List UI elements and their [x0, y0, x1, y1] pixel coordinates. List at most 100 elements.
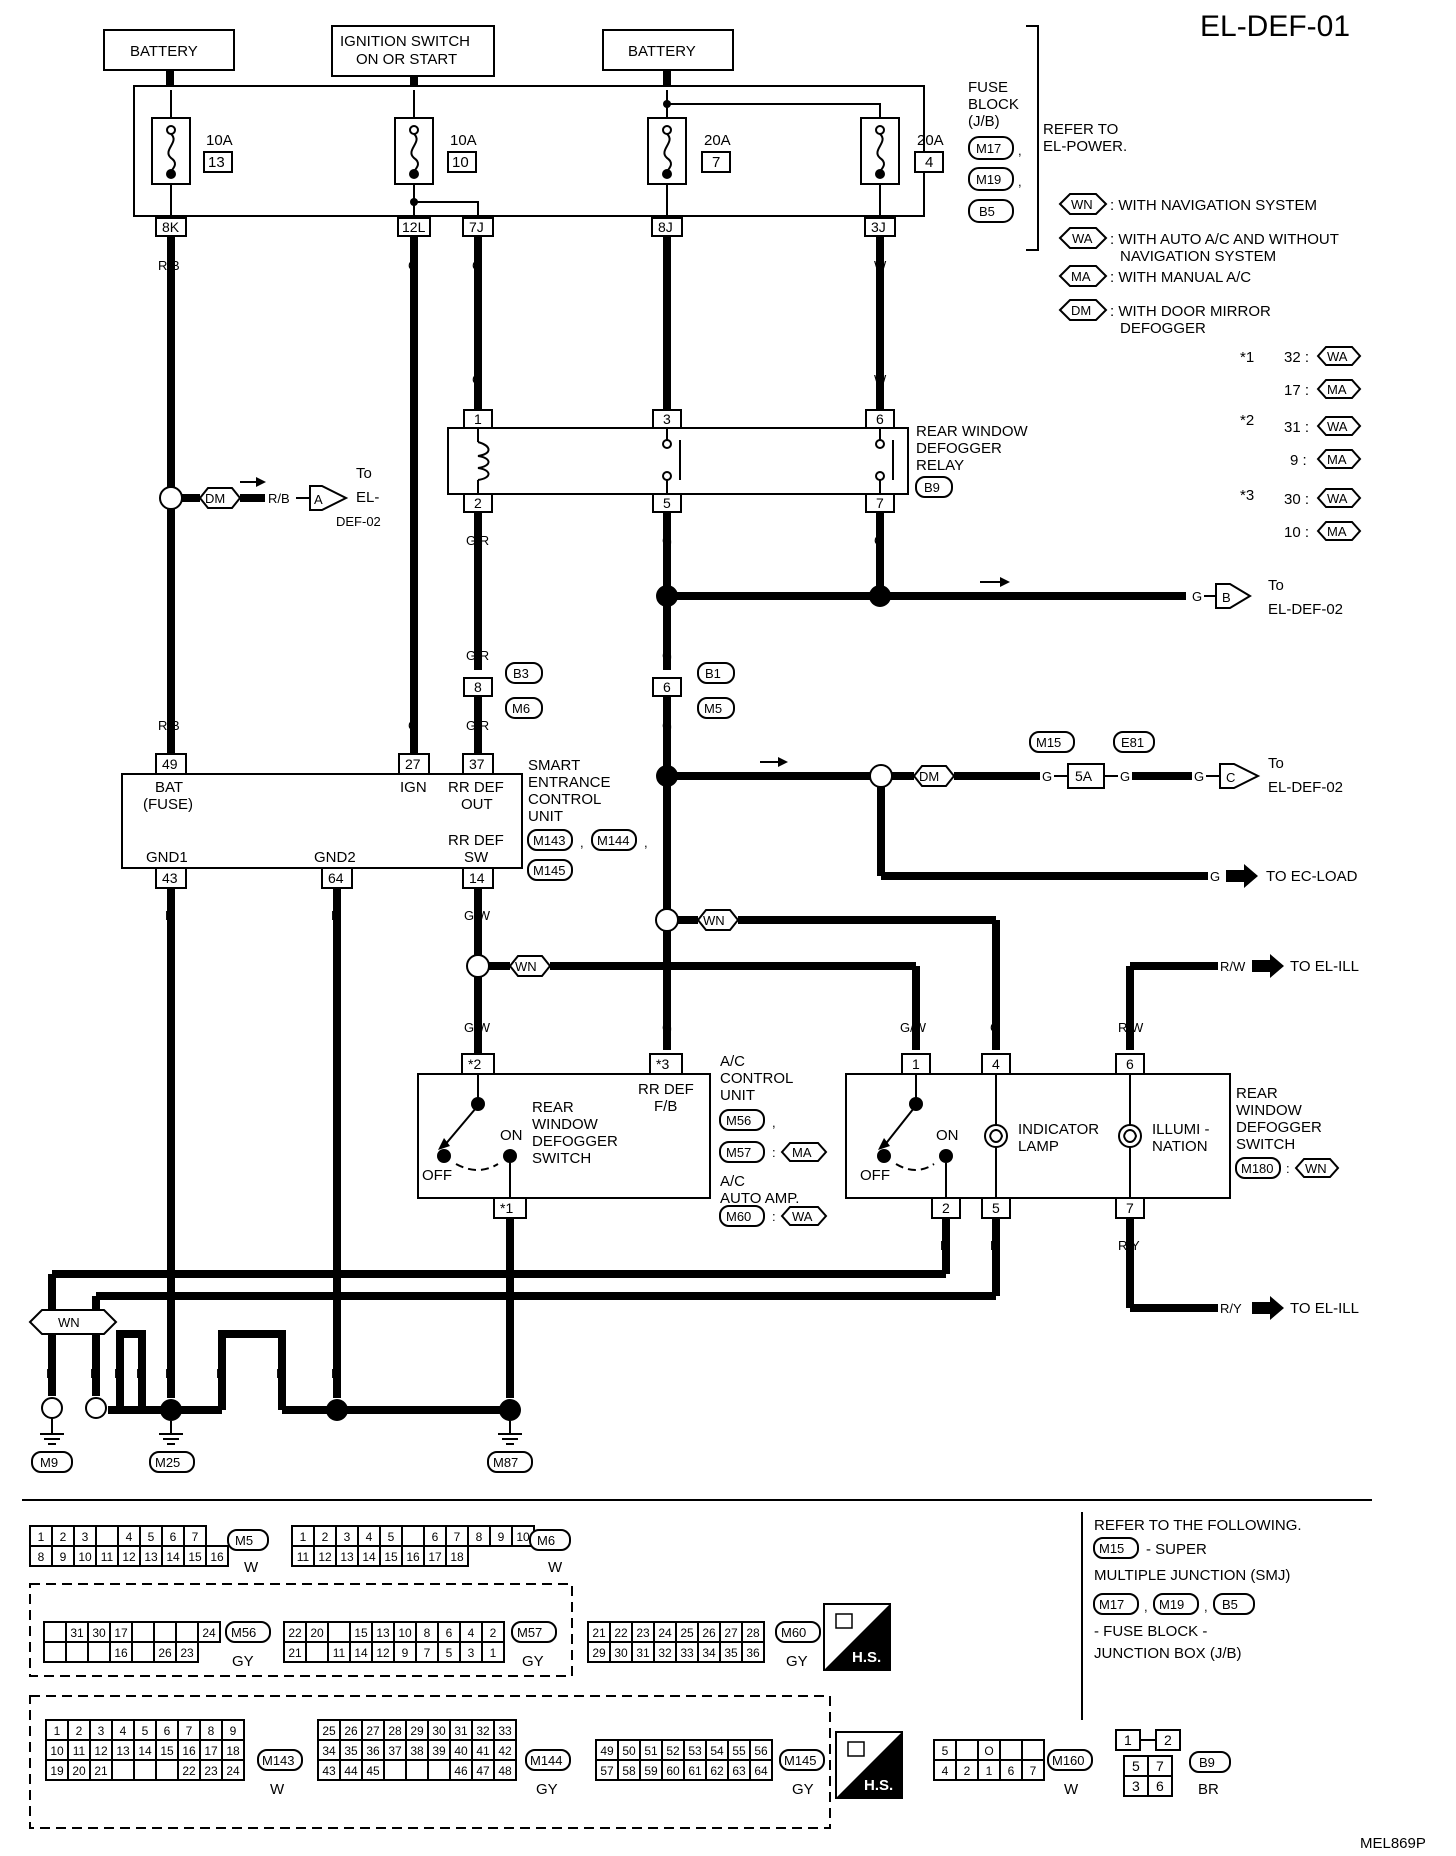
fuse-block-terminals: 8K 12L 7J 8J 3J — [155, 217, 896, 237]
svg-text:DEFOGGER: DEFOGGER — [1120, 320, 1206, 337]
connector-cell — [155, 1759, 179, 1781]
offpage-connector-b: B To EL-DEF-02 — [1215, 577, 1343, 618]
svg-text:B: B — [46, 1366, 55, 1381]
svg-text:,: , — [644, 835, 648, 850]
svg-text:WA: WA — [1072, 231, 1093, 246]
svg-text:ON: ON — [936, 1127, 959, 1144]
connector-cell — [1021, 1759, 1045, 1781]
svg-text:,: , — [772, 1115, 776, 1130]
svg-text:EL-: EL- — [356, 489, 379, 506]
connector-pin-label: 7 — [454, 1530, 461, 1544]
svg-text:: WITH AUTO A/C AND WITHOUT: : WITH AUTO A/C AND WITHOUT — [1110, 231, 1339, 248]
connector-pin-label: 21 — [592, 1626, 606, 1640]
svg-text:30 :: 30 : — [1284, 491, 1309, 508]
svg-text:G: G — [1210, 869, 1220, 884]
svg-text:M56: M56 — [726, 1113, 751, 1128]
conn-e81 — [1113, 731, 1155, 753]
defogger-relay — [447, 427, 909, 495]
connector-pin-label: 4 — [366, 1530, 373, 1544]
connector-cell — [493, 1759, 517, 1781]
connector-pin-label: 46 — [454, 1764, 468, 1778]
connector-pin-label: 28 — [388, 1724, 402, 1738]
connector-pin-label: 2 — [964, 1764, 971, 1778]
svg-text:31 :: 31 : — [1284, 419, 1309, 436]
connector-pin-label: 31 — [70, 1626, 84, 1640]
connector-pin-label: 35 — [344, 1744, 358, 1758]
connector-pin-label: 47 — [476, 1764, 490, 1778]
connector-pin-label: 4 — [468, 1626, 475, 1640]
connector-pin-label: 12 — [94, 1744, 108, 1758]
relay-name: REAR WINDOW DEFOGGER RELAY B9 — [915, 423, 1029, 498]
connector-pin-label: 42 — [498, 1744, 512, 1758]
svg-text:RELAY: RELAY — [916, 457, 964, 474]
connector-pin-label: 8 — [424, 1626, 431, 1640]
svg-text:LAMP: LAMP — [1018, 1138, 1059, 1155]
connector-cell — [43, 1621, 67, 1643]
svg-text:7: 7 — [712, 154, 720, 171]
svg-text:CONTROL: CONTROL — [720, 1070, 793, 1087]
connector-pin-label: 8 — [208, 1724, 215, 1738]
svg-text:,: , — [1144, 1599, 1148, 1614]
svg-text:REAR: REAR — [532, 1099, 574, 1116]
svg-text:W: W — [270, 1781, 285, 1798]
svg-text:5: 5 — [1132, 1758, 1140, 1774]
connector-pin-label: 35 — [724, 1646, 738, 1660]
star-notes: *1 32 : WA 17 : MA *2 31 : WA 9 : MA *3 … — [1240, 346, 1362, 541]
svg-text:B: B — [505, 1366, 514, 1381]
connector-pin-label: 9 — [402, 1646, 409, 1660]
connector-pin-label: 5 — [942, 1744, 949, 1758]
svg-text:10: 10 — [452, 154, 469, 171]
connector-pin-label: 28 — [746, 1626, 760, 1640]
svg-text:B: B — [331, 908, 340, 923]
connector-pin-label: 3 — [98, 1724, 105, 1738]
svg-text:M143: M143 — [533, 833, 566, 848]
svg-text:WN: WN — [703, 913, 725, 928]
page-code: EL-DEF-01 — [1200, 10, 1350, 43]
svg-text:WINDOW: WINDOW — [1236, 1102, 1303, 1119]
connector-pin-label: 29 — [592, 1646, 606, 1660]
svg-text:,: , — [1018, 174, 1022, 189]
ignition-label-1: IGNITION SWITCH — [340, 33, 470, 50]
svg-text:2: 2 — [942, 1200, 950, 1216]
connector-pin-label: 13 — [340, 1550, 354, 1564]
hs-badge-1: H.S. — [823, 1603, 891, 1671]
conn-b1 — [697, 662, 735, 684]
connector-pin-label: 49 — [600, 1744, 614, 1758]
svg-text:GY: GY — [786, 1653, 808, 1670]
connector-pin-label: 22 — [288, 1626, 302, 1640]
connector-pin-label: 1 — [54, 1724, 61, 1738]
connector-pin-label: 3 — [344, 1530, 351, 1544]
connector-pin-label: 50 — [622, 1744, 636, 1758]
svg-text:H.S.: H.S. — [864, 1777, 893, 1794]
svg-text:SWITCH: SWITCH — [532, 1150, 591, 1167]
connector-pin-label: 12 — [376, 1646, 390, 1660]
svg-text:OFF: OFF — [422, 1167, 452, 1184]
connector-pin-label: 30 — [92, 1626, 106, 1640]
indicator-lamp-icon — [984, 1124, 1008, 1148]
svg-text:43: 43 — [162, 870, 178, 886]
svg-text:B5: B5 — [979, 204, 995, 219]
fuse-7: 20A 7 — [647, 117, 731, 185]
svg-text:*3: *3 — [656, 1056, 669, 1072]
wire-labels-top: R/B G G L W G L W — [158, 258, 887, 387]
svg-text:37: 37 — [469, 756, 485, 772]
svg-text:SMART: SMART — [528, 757, 580, 774]
connector-pin-label: 24 — [202, 1626, 216, 1640]
svg-text:W: W — [874, 372, 887, 387]
connector-pin-label: 13 — [376, 1626, 390, 1640]
svg-text:To: To — [1268, 755, 1284, 772]
connector-pin-label: 40 — [454, 1744, 468, 1758]
label-g-to-b: G — [1192, 589, 1202, 604]
svg-text:M57: M57 — [517, 1625, 542, 1640]
refer-to-line2: EL-POWER. — [1043, 138, 1127, 155]
connector-pin-label: 8 — [476, 1530, 483, 1544]
svg-text:ILLUMI -: ILLUMI - — [1152, 1121, 1210, 1138]
svg-text:G: G — [472, 258, 482, 273]
connector-pin-label: 15 — [384, 1550, 398, 1564]
conn-m6 — [505, 697, 543, 719]
svg-text:(J/B): (J/B) — [968, 113, 1000, 130]
svg-text:1: 1 — [1124, 1732, 1132, 1748]
